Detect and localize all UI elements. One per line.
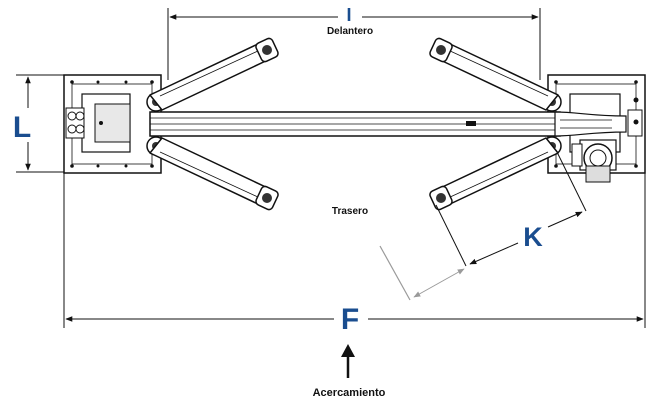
- dimension-l-label: L: [13, 111, 31, 144]
- dimension-l: [16, 74, 64, 173]
- approach-label: Acercamiento: [313, 387, 386, 399]
- lift-arm-front-right: [429, 37, 559, 111]
- dimension-k-label: K: [523, 222, 543, 252]
- power-unit: [571, 139, 617, 183]
- approach-arrow: [341, 344, 355, 378]
- front-label: Delantero: [327, 26, 373, 37]
- dimension-i: [167, 8, 541, 80]
- lift-arm-rear-left: [149, 137, 279, 211]
- overhead-beam: [149, 111, 627, 137]
- rear-label: Trasero: [332, 206, 368, 217]
- dimension-i-label: I: [346, 5, 351, 25]
- lift-arm-front-left: [149, 37, 279, 111]
- lift-arm-rear-right: [429, 137, 559, 211]
- dimension-f-label: F: [341, 303, 359, 336]
- left-base-plate: [63, 74, 162, 174]
- dimension-f: [63, 173, 646, 328]
- dimension-k: [379, 149, 587, 301]
